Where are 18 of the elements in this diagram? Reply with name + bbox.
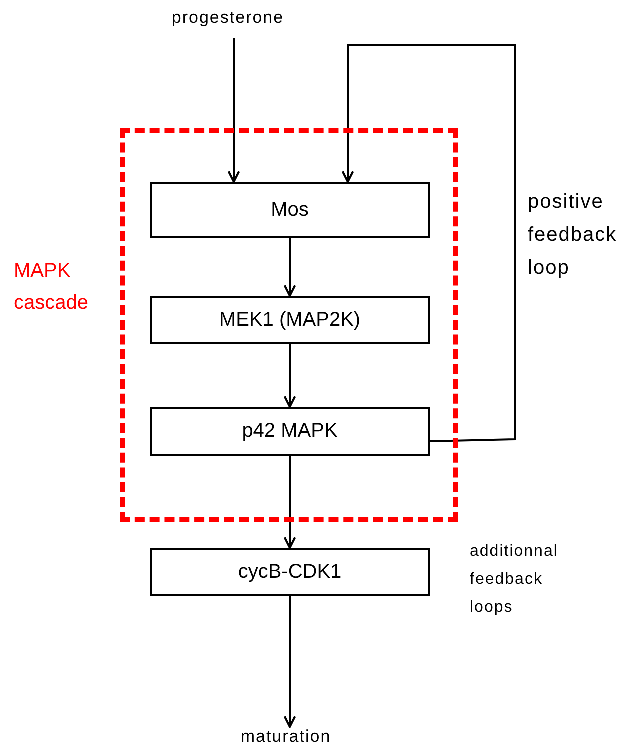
box-label: cycB-CDK1 [238,560,342,584]
box-label: MEK1 (MAP2K) [219,308,361,332]
arrow [284,456,296,550]
process-box [150,407,430,456]
arrow [342,44,516,442]
process-box [150,296,430,344]
group-label: MAPK cascade [14,259,90,316]
process-box [150,182,430,238]
box-label: p42 MAPK [242,420,338,443]
arrow [228,38,240,184]
side-note: additionnal feedback loops [470,542,560,618]
stage-label: maturation [206,727,366,747]
arrow [284,344,296,408]
stage-label: progesterone [148,8,308,32]
box-label: Mos [271,198,309,222]
arrow [284,596,296,728]
arrow [284,238,296,298]
process-box [150,548,430,596]
